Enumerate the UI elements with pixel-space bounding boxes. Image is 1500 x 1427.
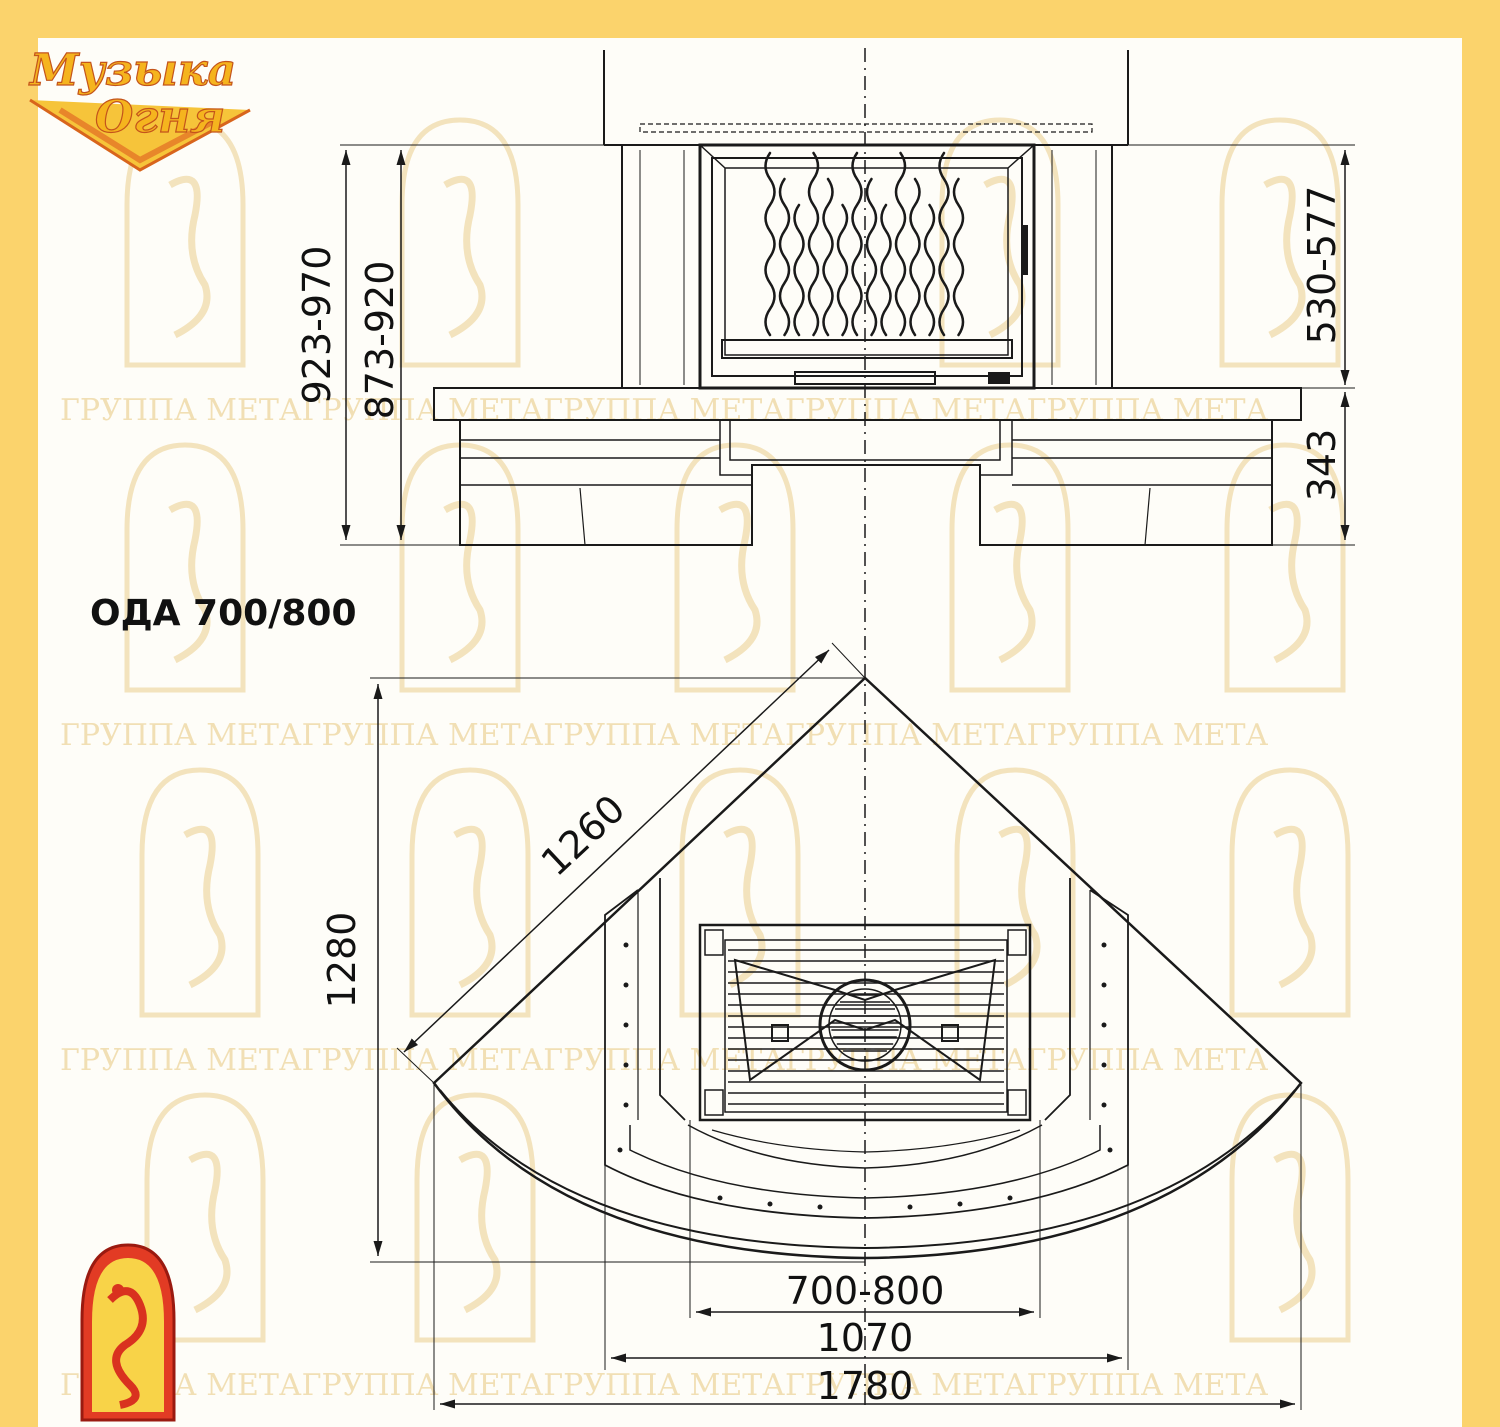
brand-logo-line2: Огня <box>95 92 225 143</box>
watermark-emblem <box>414 1092 536 1343</box>
door-handle <box>1022 225 1028 275</box>
fixing-dot <box>1101 1062 1107 1068</box>
portal-front <box>604 1128 1129 1219</box>
fixing-dot <box>717 1195 723 1201</box>
watermark-emblem <box>939 117 1061 368</box>
firebox-door <box>698 143 1036 390</box>
watermark-emblem <box>409 767 531 1018</box>
fixing-dot <box>817 1204 823 1210</box>
watermark-emblem <box>139 767 261 1018</box>
watermark-emblem <box>674 442 796 693</box>
model-title: ОДА 700/800 <box>90 593 357 634</box>
fixing-dot <box>1007 1195 1013 1201</box>
brand-logo-line1: Музыка <box>28 45 236 96</box>
air-control <box>794 371 936 385</box>
hood-trim <box>639 123 1093 133</box>
watermark-emblem <box>144 1092 266 1343</box>
flame-pattern <box>764 151 965 337</box>
front-view: 923-970 873-920 530-577 343 <box>295 50 1355 546</box>
fixing-dot <box>1101 942 1107 948</box>
fixing-dot <box>907 1204 913 1210</box>
dim-depth: 1280 <box>320 912 364 1009</box>
left-pilaster <box>621 144 701 389</box>
fixing-dot <box>1107 1147 1113 1153</box>
flame-line <box>923 203 936 337</box>
watermark-text: ГРУППА МЕТАГРУППА МЕТАГРУППА МЕТАГРУППА … <box>60 718 1269 753</box>
flame-line <box>793 203 805 337</box>
fixing-dot <box>767 1201 773 1207</box>
flame-line <box>865 177 878 337</box>
plan-view: 1280 1260 700-800 1070 1780 <box>320 642 1303 1410</box>
watermark-emblem <box>399 117 521 368</box>
dim-overall-height: 923-970 <box>295 246 339 405</box>
dim-top-height: 873-920 <box>358 261 402 420</box>
watermark-emblem <box>124 442 246 693</box>
dim-base-height: 343 <box>1300 429 1344 502</box>
dim-firebox-height: 530-577 <box>1300 186 1344 345</box>
watermark-emblem <box>1219 117 1341 368</box>
base-outline <box>459 420 1273 546</box>
fixing-dot <box>623 1022 629 1028</box>
flame-line <box>851 151 863 337</box>
dim-diagonal: 1260 <box>533 786 634 884</box>
flame-line <box>807 151 820 337</box>
plan-outline <box>432 676 1303 1260</box>
watermark-text: ГРУППА МЕТАГРУППА МЕТАГРУППА МЕТАГРУППА … <box>60 393 1269 428</box>
chimney-hood <box>603 50 1129 146</box>
brand-emblem <box>80 1243 176 1422</box>
fixing-dot <box>623 1062 629 1068</box>
watermark-emblem <box>1229 1092 1351 1343</box>
flame-line <box>894 151 907 337</box>
fixing-dot <box>1101 1102 1107 1108</box>
fixing-dot <box>957 1201 963 1207</box>
dim-portal-width: 1070 <box>817 1316 914 1360</box>
watermark-emblem <box>954 767 1076 1018</box>
fixing-dot <box>617 1147 623 1153</box>
brand-logo: Музыка Огня <box>27 44 251 172</box>
right-pilaster <box>1033 144 1113 389</box>
flame-line <box>822 177 834 337</box>
grate-lines <box>728 949 1004 1105</box>
fixing-dot <box>623 982 629 988</box>
fixing-dot <box>623 1102 629 1108</box>
dim-firebox-width: 700-800 <box>786 1269 945 1313</box>
watermark-text: ГРУППА МЕТАГРУППА МЕТАГРУППА МЕТАГРУППА … <box>60 1043 1269 1078</box>
flame-line <box>938 151 950 337</box>
flame-line <box>952 177 965 337</box>
watermark-text: ГРУППА МЕТАГРУППА МЕТАГРУППА МЕТАГРУППА … <box>60 1368 1269 1403</box>
dim-overall-width: 1780 <box>817 1364 914 1408</box>
flame-line <box>880 203 892 337</box>
mantel-shelf <box>433 387 1302 421</box>
fixing-dot <box>1101 982 1107 988</box>
fixing-dot <box>1101 1022 1107 1028</box>
watermark-emblem <box>1229 767 1351 1018</box>
flame-line <box>836 203 849 337</box>
flame-line <box>778 177 791 337</box>
flame-line <box>764 151 776 337</box>
fixing-dot <box>623 942 629 948</box>
grate-bar <box>721 339 1013 359</box>
flame-line <box>909 177 921 337</box>
watermark-emblem <box>949 442 1071 693</box>
